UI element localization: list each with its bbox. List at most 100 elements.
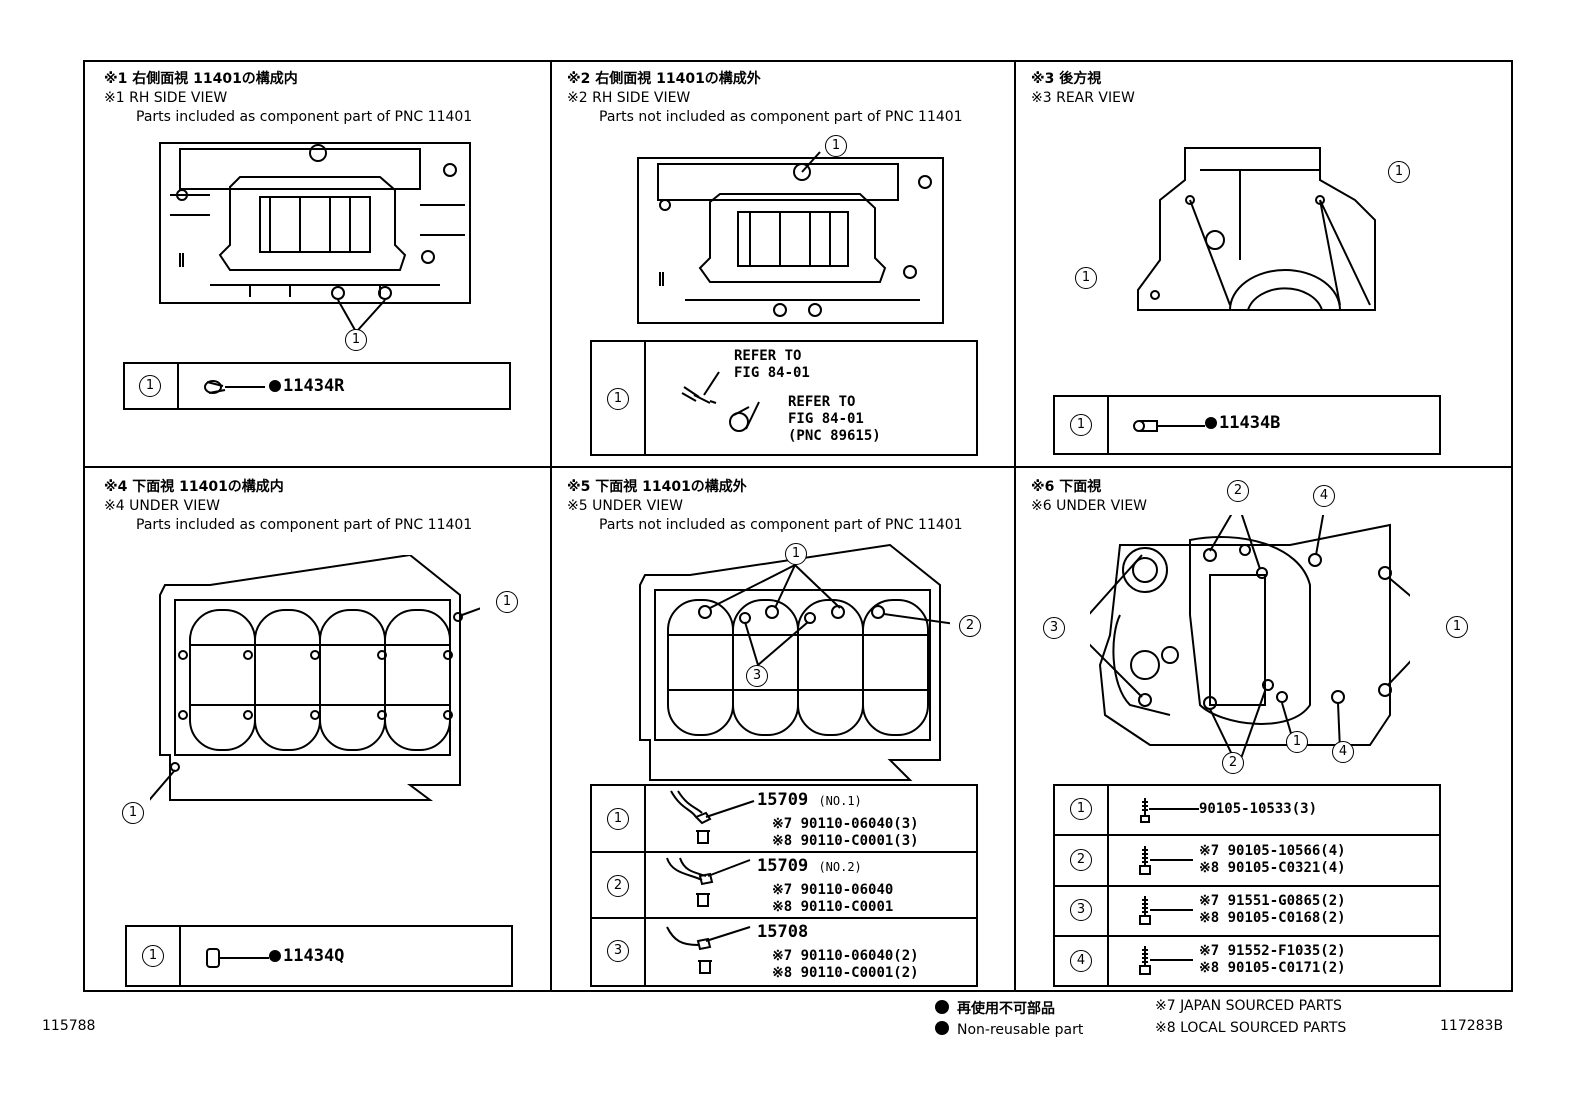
panel-6-callout-3: 3 [1043, 617, 1065, 639]
panel-6-callout-2a: 2 [1227, 480, 1249, 502]
footer-legend-jp: 再使用不可部品 [935, 998, 1055, 1018]
diagram-frame [83, 60, 1513, 992]
panel-1-table-callout-1: 1 [139, 375, 161, 397]
panel-6-table-callout-1: 1 [1070, 798, 1092, 820]
panel-2-title-en: ※2 RH SIDE VIEW [567, 90, 691, 106]
divider-v1 [550, 60, 552, 992]
panel-6-table-callout-4: 4 [1070, 950, 1092, 972]
panel-5-callout-2: 2 [959, 615, 981, 637]
panel-6-row-3-codes: ※7 91551-G0865(2)※8 90105-C0168(2) [1199, 893, 1346, 926]
panel-3-title-jp: ※3 後方視 [1031, 71, 1102, 87]
panel-6-row-1-codes: 90105-10533(3) [1199, 801, 1318, 817]
panel-5-under-view-drawing [639, 543, 950, 781]
footer-legend-en: Non-reusable part [935, 1021, 1083, 1038]
panel-1-rh-side-drawing [159, 142, 471, 331]
panel-5-parts-table: 1 15709 (NO.1) ※7 90110-06040(3)※8 90110… [590, 784, 978, 987]
panel-3-rear-view-drawing [1137, 147, 1376, 311]
panel-3-title-en: ※3 REAR VIEW [1031, 90, 1135, 106]
oil-jet-icon [666, 926, 751, 974]
panel-4-callout-1b: 1 [122, 802, 144, 824]
pin-icon [206, 948, 269, 968]
panel-5-row-2-pn: 15709 (NO.2) [757, 856, 862, 876]
panel-4-table-callout-1: 1 [142, 945, 164, 967]
panel-4-callout-1a: 1 [496, 591, 518, 613]
panel-1-callout-1: 1 [345, 329, 367, 351]
panel-6-row-4-codes: ※7 91552-F1035(2)※8 90105-C0171(2) [1199, 943, 1346, 976]
panel-6-callout-4b: 4 [1332, 741, 1354, 763]
panel-1-subtitle: Parts included as component part of PNC … [136, 109, 473, 125]
bolt-icon [1140, 798, 1199, 823]
footer-left-code: 115788 [42, 1018, 96, 1034]
panel-5-callout-3: 3 [746, 665, 768, 687]
panel-6-callout-4a: 4 [1313, 485, 1335, 507]
panel-2-rh-side-drawing [637, 151, 944, 324]
panel-5-row-1-codes: ※7 90110-06040(3)※8 90110-C0001(3) [772, 816, 919, 849]
divider-v2 [1014, 60, 1016, 992]
panel-2-caption: ※2 右側面視 11401の構成外 ※2 RH SIDE VIEW Parts … [567, 70, 963, 127]
panel-4-part-number: 11434Q [269, 946, 344, 966]
non-reusable-dot-icon [935, 1021, 949, 1035]
panel-1-part-number: 11434R [269, 376, 344, 396]
bolt-icon [1139, 846, 1193, 875]
panel-5-row-1-pn: 15709 (NO.1) [757, 790, 862, 810]
panel-4-parts-table: 1 11434Q [125, 925, 513, 987]
panel-6-title-jp: ※6 下面視 [1031, 479, 1102, 495]
panel-1-title-en: ※1 RH SIDE VIEW [104, 90, 228, 106]
panel-6-callout-1b: 1 [1286, 731, 1308, 753]
oil-jet-icon [666, 857, 751, 907]
non-reusable-dot-icon [935, 1000, 949, 1014]
non-reusable-dot-icon [269, 380, 281, 392]
panel-6-callout-1a: 1 [1446, 616, 1468, 638]
non-reusable-dot-icon [1205, 417, 1217, 429]
panel-2-title-jp: ※2 右側面視 11401の構成外 [567, 71, 761, 87]
non-reusable-dot-icon [269, 950, 281, 962]
panel-6-table-callout-2: 2 [1070, 849, 1092, 871]
oil-jet-icon [670, 790, 755, 844]
divider-h [83, 466, 1513, 468]
footer-source-8: ※8 LOCAL SOURCED PARTS [1155, 1020, 1347, 1036]
panel-5-callout-1: 1 [785, 543, 807, 565]
panel-6-table-callout-3: 3 [1070, 899, 1092, 921]
panel-2-table-callout-1: 1 [607, 388, 629, 410]
panel-5-row-2-codes: ※7 90110-06040※8 90110-C0001 [772, 882, 894, 915]
panel-5-table-callout-2: 2 [607, 875, 629, 897]
footer-source-7: ※7 JAPAN SOURCED PARTS [1155, 998, 1342, 1014]
panel-2-callout-1: 1 [825, 135, 847, 157]
panel-5-title-jp: ※5 下面視 11401の構成外 [567, 479, 747, 495]
bolt-icon [1139, 896, 1193, 925]
pin-icon [204, 380, 265, 394]
panel-1-parts-table: 1 11434R [123, 362, 511, 410]
panel-3-part-number: 11434B [1205, 413, 1280, 433]
panel-5-row-3-codes: ※7 90110-06040(2)※8 90110-C0001(2) [772, 948, 919, 981]
panel-4-caption: ※4 下面視 11401の構成内 ※4 UNDER VIEW Parts inc… [104, 478, 472, 535]
panel-3-callout-1b: 1 [1075, 267, 1097, 289]
panel-1-caption: ※1 右側面視 11401の構成内 ※1 RH SIDE VIEW Parts … [104, 70, 472, 127]
panel-4-title-en: ※4 UNDER VIEW [104, 498, 221, 514]
panel-5-row-3-pn: 15708 [757, 922, 809, 942]
panel-5-table-callout-3: 3 [607, 940, 629, 962]
panel-4-under-view-drawing [150, 555, 480, 801]
panel-5-table-callout-1: 1 [607, 808, 629, 830]
panel-5-title-en: ※5 UNDER VIEW [567, 498, 684, 514]
panel-6-under-view-drawing [1090, 515, 1410, 760]
bolt-icon [681, 371, 760, 432]
panel-5-subtitle: Parts not included as component part of … [599, 517, 963, 533]
panel-3-callout-1a: 1 [1388, 161, 1410, 183]
panel-6-row-2-codes: ※7 90105-10566(4)※8 90105-C0321(4) [1199, 843, 1346, 876]
panel-6-parts-table: 1 90105-10533(3) 2 ※7 90105-10566(4)※8 9… [1053, 784, 1441, 987]
panel-3-table-callout-1: 1 [1070, 414, 1092, 436]
panel-6-caption: ※6 下面視 ※6 UNDER VIEW [1031, 478, 1147, 516]
panel-3-parts-table: 1 11434B [1053, 395, 1441, 455]
footer-right-code: 117283B [1440, 1018, 1504, 1034]
panel-4-title-jp: ※4 下面視 11401の構成内 [104, 479, 284, 495]
panel-4-subtitle: Parts included as component part of PNC … [136, 517, 473, 533]
panel-5-caption: ※5 下面視 11401の構成外 ※5 UNDER VIEW Parts not… [567, 478, 963, 535]
panel-6-title-en: ※6 UNDER VIEW [1031, 498, 1148, 514]
pin-icon [1133, 420, 1205, 432]
bolt-icon [1139, 946, 1193, 975]
panel-2-subtitle: Parts not included as component part of … [599, 109, 963, 125]
panel-6-callout-2b: 2 [1222, 752, 1244, 774]
